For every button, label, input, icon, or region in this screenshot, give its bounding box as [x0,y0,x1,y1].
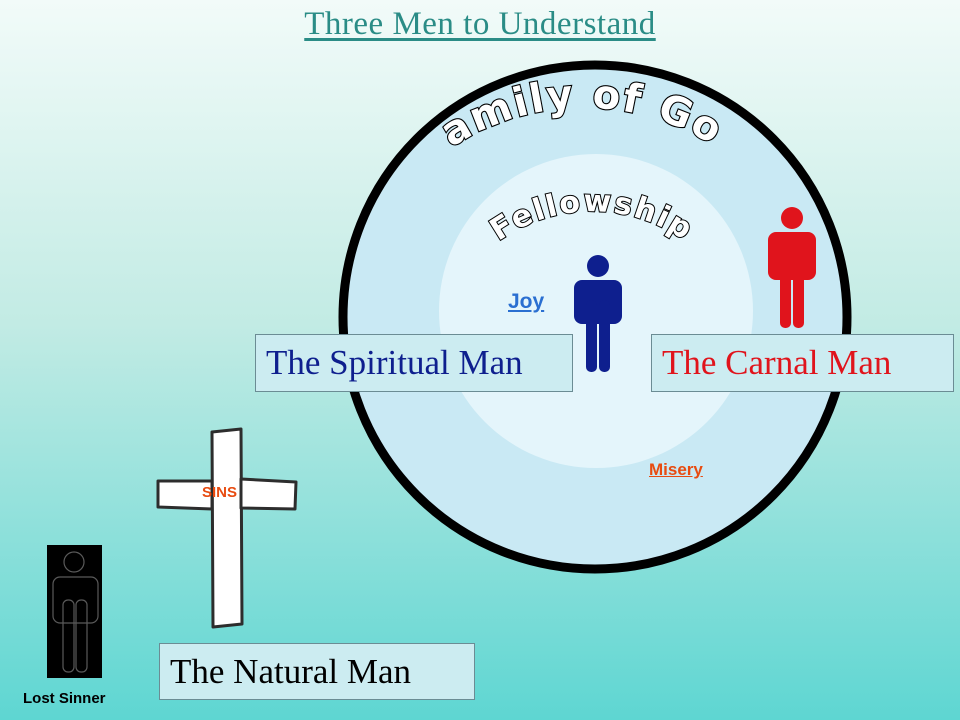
joy-label: Joy [508,290,545,313]
cross-icon [156,427,298,629]
sins-label: SINS [202,484,238,501]
page-title: Three Men to Understand [304,6,656,42]
carnal-man-figure [768,207,816,328]
carnal-man-label: The Carnal Man [651,334,954,392]
lost-sinner-label: Lost Sinner [23,690,106,707]
natural-man-label: The Natural Man [159,643,475,700]
spiritual-man-figure [574,255,622,372]
misery-label: Misery [649,460,703,479]
spiritual-man-label: The Spiritual Man [255,334,573,392]
natural-man-figure [47,545,102,678]
